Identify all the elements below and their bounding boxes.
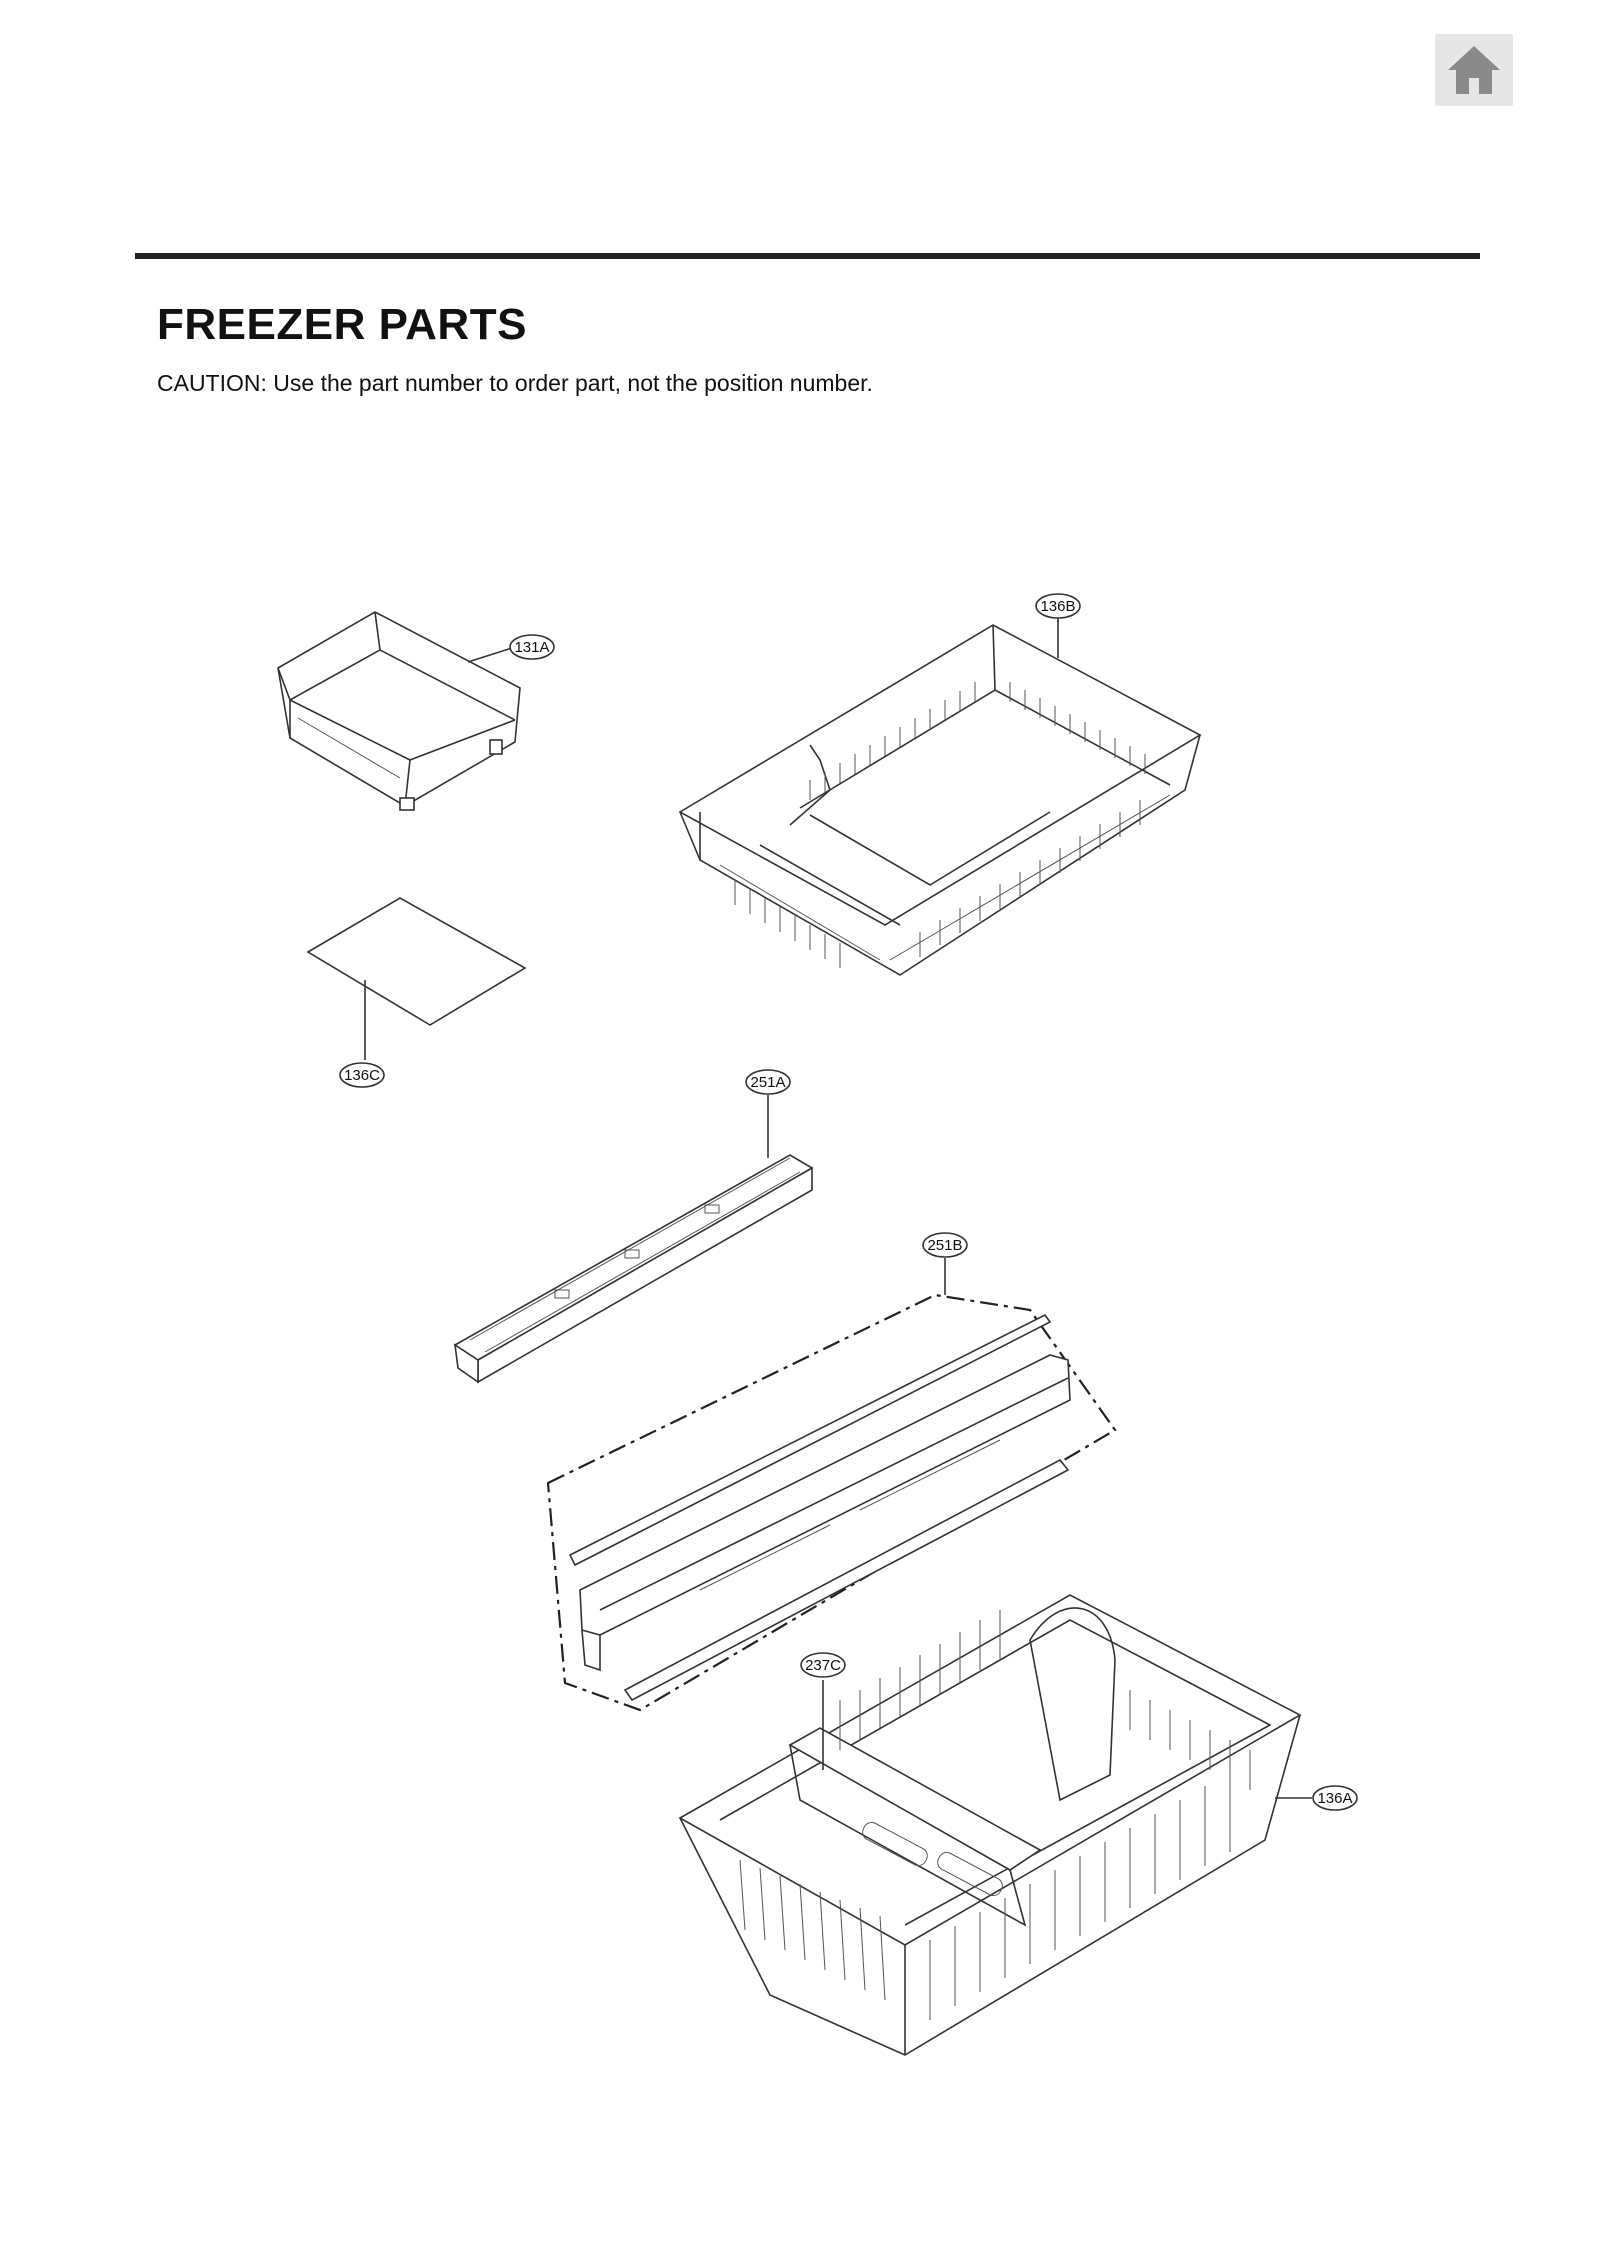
leader-131A [467,647,513,663]
callout-251B: 251B [922,1232,968,1258]
svg-text:136A: 136A [1317,1790,1352,1807]
part-136C-cover [306,897,527,1026]
svg-text:251A: 251A [750,1074,785,1091]
callout-237C: 237C [800,1652,846,1678]
assembly-boundary-251B [546,1293,1117,1712]
part-136B-basket [678,624,1202,976]
svg-text:131A: 131A [514,639,549,656]
callout-131A: 131A [509,634,555,660]
callout-136A: 136A [1312,1785,1358,1811]
home-button[interactable] [1435,34,1513,106]
part-136A-basket [678,1594,1302,2056]
svg-text:136C: 136C [344,1067,380,1084]
part-251B-rail-assembly [568,1313,1071,1702]
svg-text:251B: 251B [927,1237,962,1254]
callout-136C: 136C [339,1062,385,1088]
caution-note: CAUTION: Use the part number to order pa… [157,370,873,396]
part-131A-bin [277,611,521,811]
callout-251A: 251A [745,1069,791,1095]
home-icon [1448,46,1500,94]
svg-text:237C: 237C [805,1657,841,1674]
part-251A-rail [453,1154,814,1384]
callout-136B: 136B [1035,593,1081,619]
page-title: FREEZER PARTS [157,300,527,349]
svg-text:136B: 136B [1040,598,1075,615]
header-rule [135,253,1480,259]
